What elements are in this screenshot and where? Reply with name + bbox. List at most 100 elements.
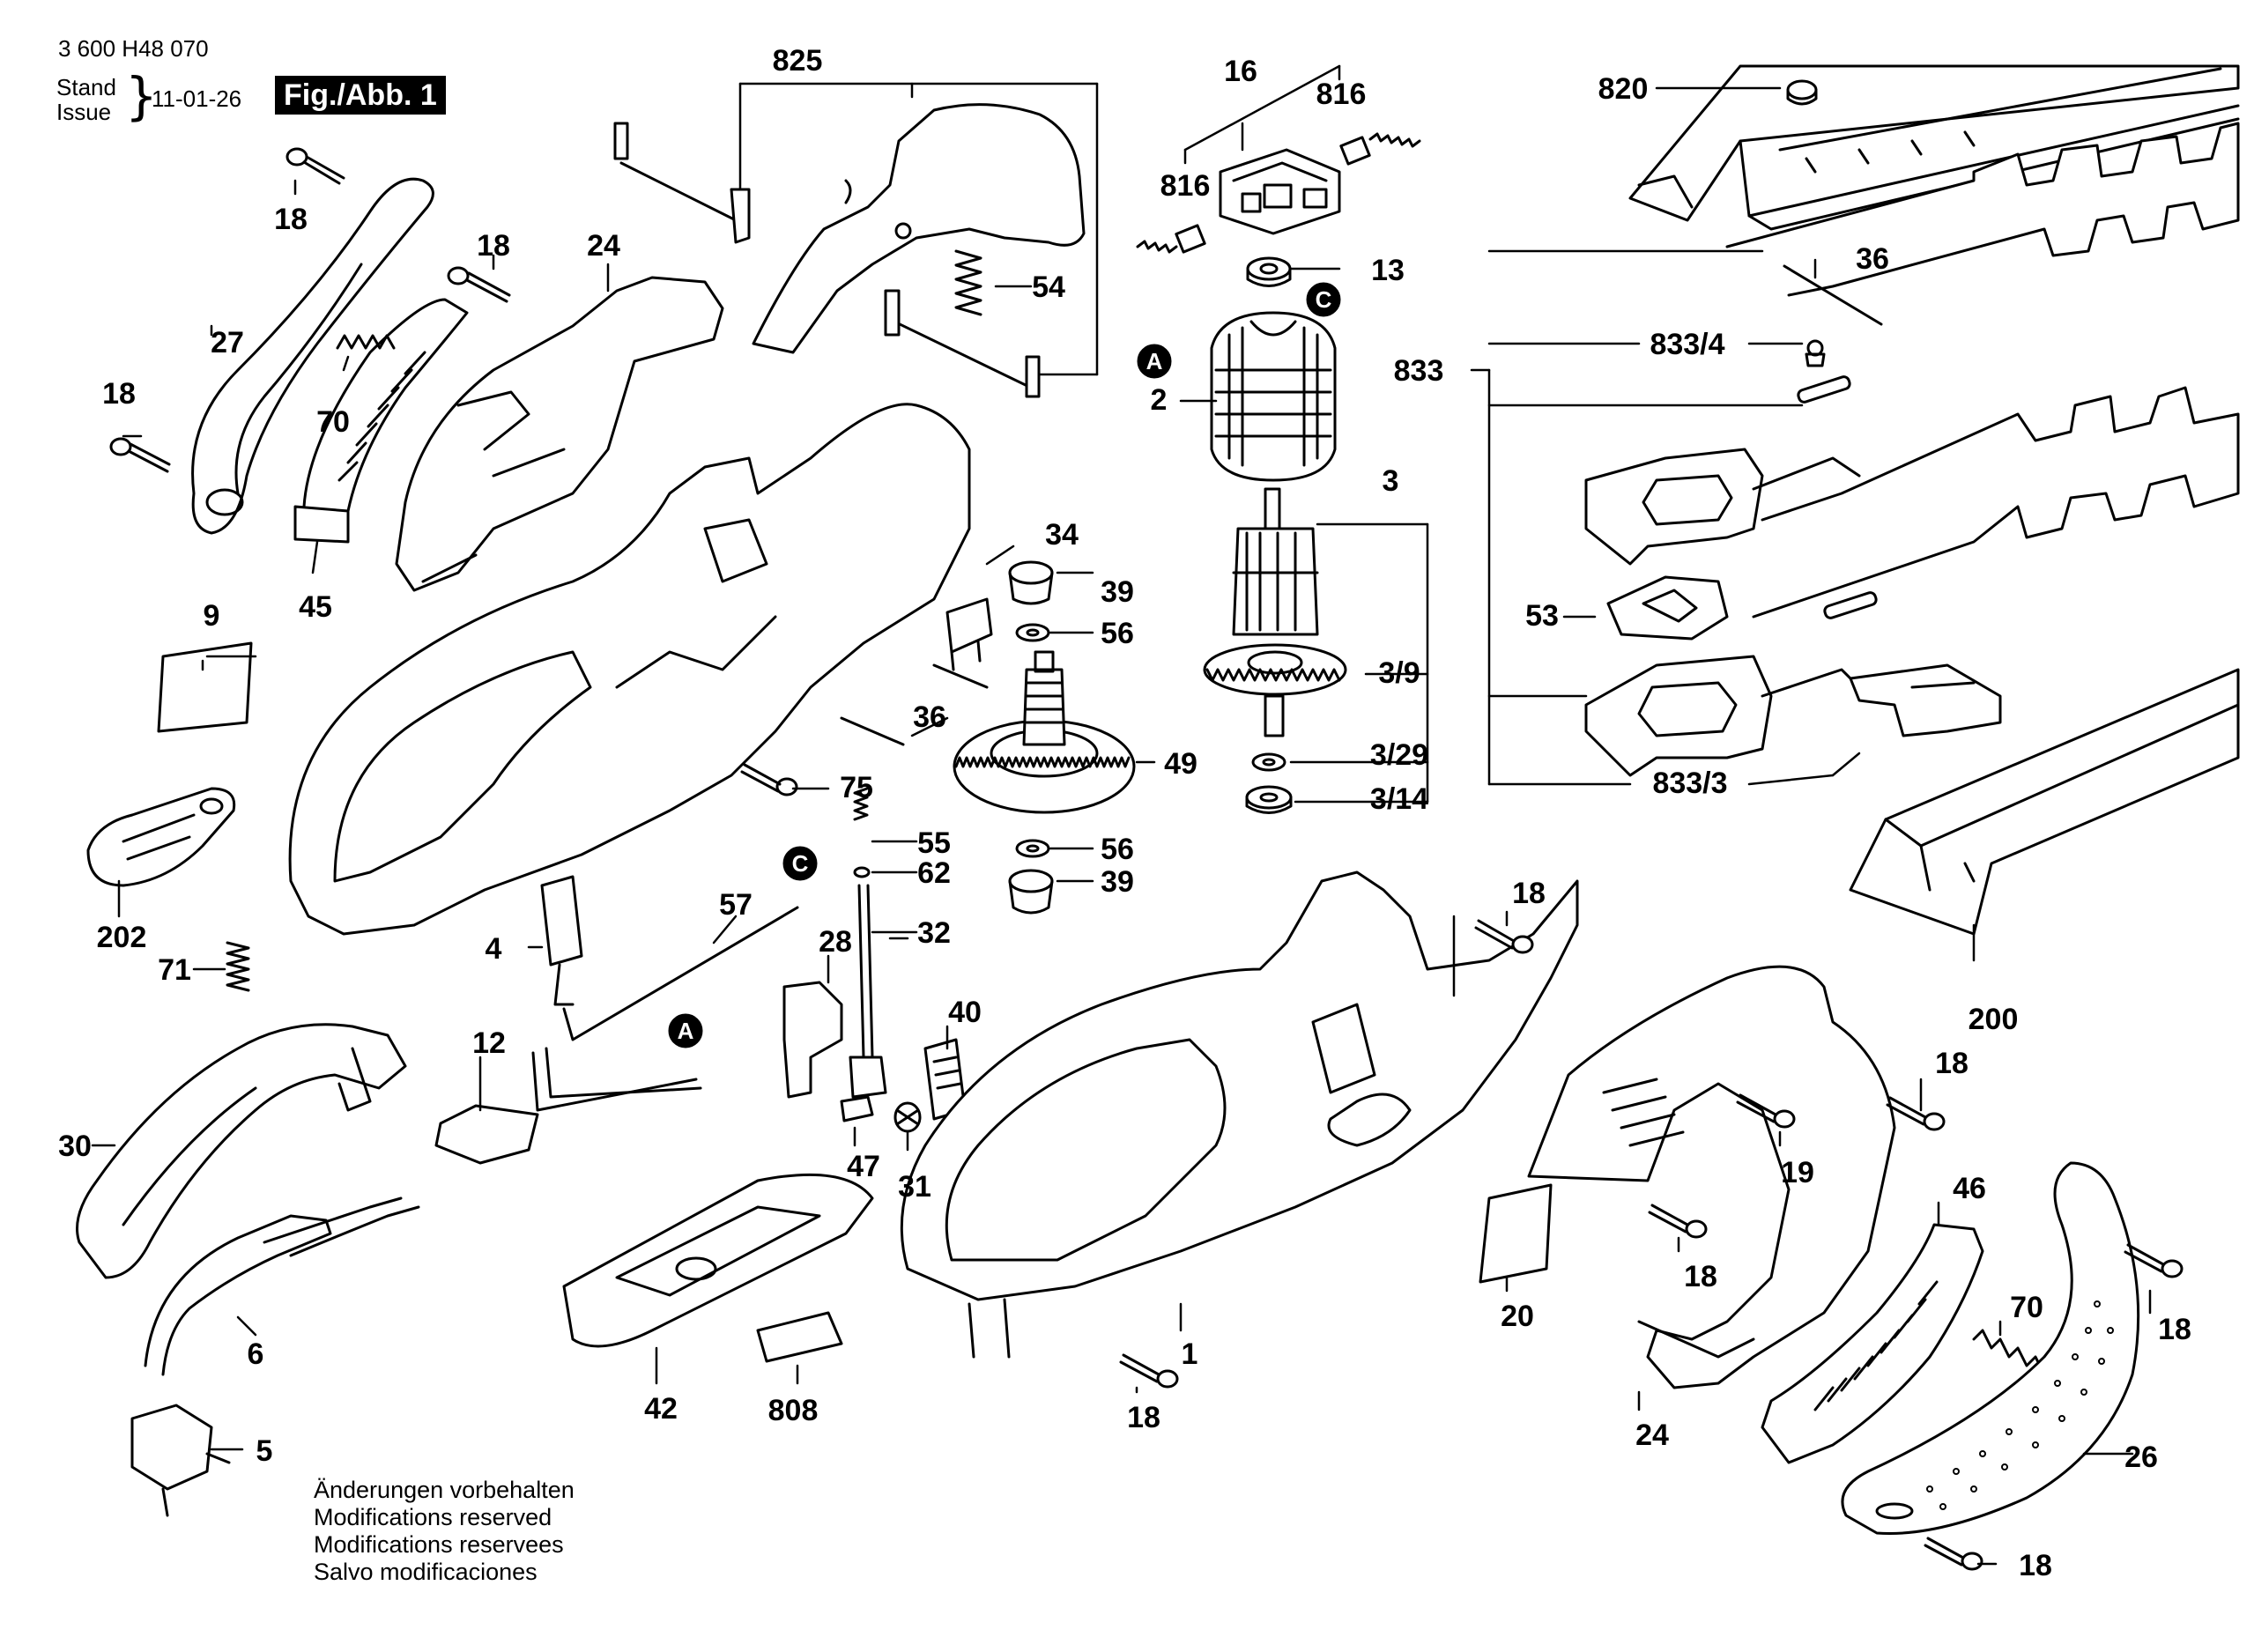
bearing-3-14 [1245,785,1293,814]
o-ring-62 [853,866,871,878]
handle-30 [76,1023,407,1279]
part-label: 26 [2124,1441,2158,1474]
part-label: 3 [1383,464,1399,498]
stand-label: Stand [56,74,116,100]
shaft-32 [849,884,887,1099]
part-label: 62 [917,856,951,890]
part-label: 46 [1953,1172,1986,1205]
part-numbers: 825 16 816 816 820 18 18 24 27 70 18 54 … [58,44,2191,1582]
part-label: 70 [316,405,350,439]
screw-18-h [1924,1537,1983,1571]
part-label: 55 [917,826,951,860]
part-label: 45 [299,590,332,624]
marker-a-wire: A [668,1013,703,1048]
part-label: 18 [102,377,136,411]
marker-c-wire: C [782,846,818,881]
part-label: 34 [1045,518,1079,552]
part-label: 825 [773,44,823,78]
part-label: 39 [1101,865,1134,899]
blade-lower [1584,386,2240,777]
blade-upper [1584,122,2240,566]
spring-71 [226,941,250,992]
part-label: 18 [477,229,510,263]
screw-18-a [447,266,511,303]
part-label: 36 [1856,242,1889,276]
cord-6 [144,1196,420,1376]
handle-cover-27 [191,177,434,535]
note-english: Modifications reserved [314,1504,552,1530]
note-spanish: Salvo modificaciones [314,1559,538,1585]
part-label: 3/9 [1378,656,1420,690]
part-label: 816 [1316,78,1367,111]
part-label: 32 [917,916,951,950]
part-label: 4 [486,932,502,966]
blade-lock-plate-53 [1606,575,1729,641]
spring-54 [954,249,982,316]
part-label: 53 [1525,599,1559,633]
wire-57 [562,906,799,1041]
bearing-39-upper [1008,560,1054,605]
lever-47 [840,1095,874,1122]
part-label: 42 [644,1392,678,1426]
bracket-34 [945,597,993,671]
part-label: 18 [1935,1047,1969,1080]
rod-825-lower [884,289,1041,398]
svg-text:C: C [1316,286,1332,313]
svg-text:A: A [1146,348,1163,374]
part-label: 833 [1394,354,1444,388]
part-label: 9 [204,599,220,633]
plug-5 [130,1404,231,1517]
roller-31 [893,1101,922,1133]
part-label: 18 [274,203,308,236]
part-label: 833/3 [1652,767,1727,800]
rod-825-upper [613,122,751,244]
part-label: 16 [1224,55,1257,88]
cable-clamp-202 [86,787,236,887]
part-label: 57 [719,888,753,922]
issue-date: 11-01-26 [152,85,242,112]
gear-49 [953,650,1136,814]
screw-18-b [109,437,171,473]
blade-slider-833-3 [1849,663,2002,737]
cover-26 [1841,1161,2140,1535]
part-label: 56 [1101,617,1134,650]
header-brace: } [125,66,158,126]
screw-18-g [2124,1243,2184,1278]
part-label: 19 [1781,1156,1814,1189]
part-label: 833/4 [1650,328,1724,361]
screw-18-f [1119,1353,1179,1389]
svg-text:C: C [792,850,809,877]
armature-3 [1203,487,1347,737]
figure-label: Fig./Abb. 1 [275,76,446,115]
leader-lines [91,64,2152,1566]
part-label: 6 [248,1337,264,1371]
housing-half-24-top [395,276,724,592]
screw-19 [1736,1093,1796,1129]
spring-55 [853,787,869,821]
grip-45 [293,298,469,544]
modifications-notes: Änderungen vorbehalten Modifications res… [314,1477,575,1586]
part-label: 5 [256,1434,273,1468]
brush-holder-16 [1219,148,1341,235]
bearing-13 [1246,256,1292,287]
part-label: 47 [847,1150,880,1183]
spring-70-right [1972,1329,2046,1376]
part-label: 808 [768,1394,819,1427]
wire-a [531,1047,702,1112]
part-label: 30 [58,1130,92,1163]
cap-820 [1786,79,1818,106]
part-label: 18 [2019,1549,2052,1582]
svg-text:A: A [678,1018,694,1044]
washer-56-lower [1015,839,1050,858]
part-label: 18 [1684,1260,1717,1293]
base-plate-42 [562,1173,874,1348]
part-label: 18 [1127,1401,1160,1434]
part-label: 200 [1969,1003,2019,1036]
part-label: 39 [1101,575,1134,609]
pin-36-mid [840,663,989,746]
part-label: 75 [840,771,873,804]
housing-half-24-bottom [1527,965,1896,1389]
handle-frame-825 [752,103,1086,354]
